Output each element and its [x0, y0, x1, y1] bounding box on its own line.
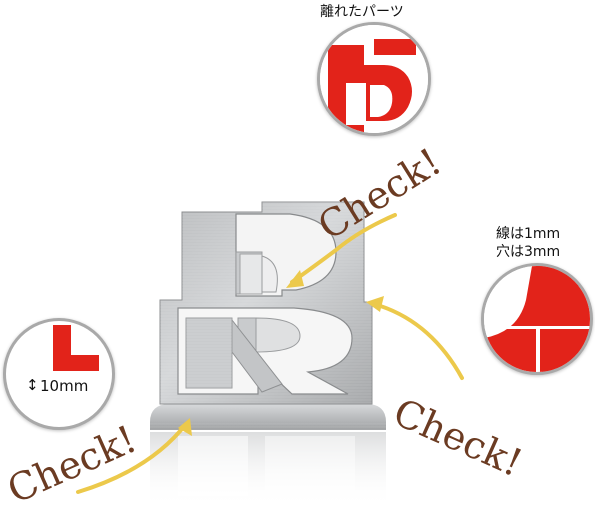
arrow-right	[372, 302, 464, 380]
corner-detail	[53, 325, 99, 371]
size-value: 10mm	[40, 377, 89, 395]
arrow-group	[76, 213, 464, 494]
arrow-left-head	[178, 418, 192, 436]
hole-size-label: 穴は3mm	[496, 244, 561, 260]
arrow-right-head	[366, 296, 384, 312]
separated-parts-callout	[317, 22, 431, 136]
arrow-heads	[178, 270, 384, 436]
floor-reflection	[150, 432, 386, 507]
arrow-top	[290, 213, 397, 284]
arrow-top-head	[286, 270, 304, 288]
separated-parts-detail	[320, 25, 428, 133]
separated-parts-label: 離れたパーツ	[320, 4, 404, 20]
line-hole-detail	[484, 266, 590, 372]
line-hole-callout	[481, 263, 593, 375]
line-width-label: 線は1mm	[496, 226, 561, 242]
arrow-left	[76, 422, 188, 494]
size-callout: ↕ 10mm	[3, 318, 115, 430]
size-marker-icon: ↕	[26, 376, 39, 394]
